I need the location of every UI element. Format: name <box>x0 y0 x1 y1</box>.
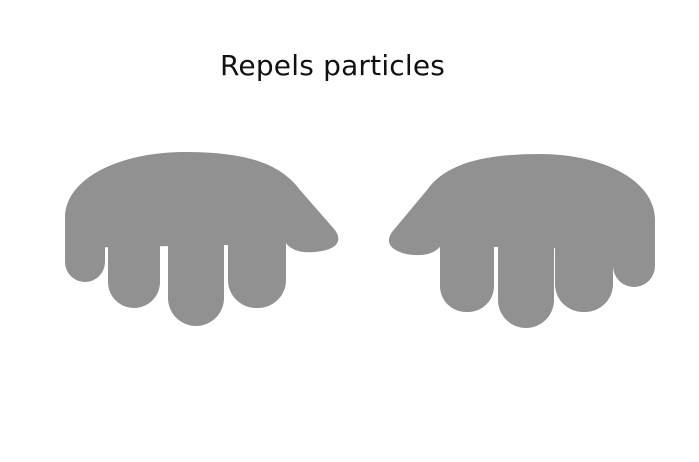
left-hand-icon <box>60 148 350 330</box>
right-hand-icon <box>380 150 660 332</box>
caption-label: Repels particles <box>220 49 446 82</box>
